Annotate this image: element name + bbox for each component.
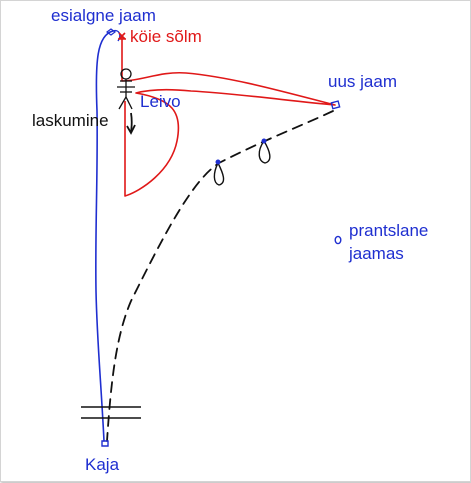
black-dashed-rope — [106, 110, 334, 442]
blue-rope-line — [94, 30, 114, 442]
kaja-anchor — [101, 440, 109, 447]
label-new-station: uus jaam — [328, 72, 397, 91]
stick-figure-person — [117, 68, 135, 110]
rebelay-anchor-2 — [261, 138, 267, 144]
rebelay-loop-2 — [258, 139, 271, 164]
label-descent: laskumine — [32, 111, 109, 130]
rebelay-loop-1 — [213, 161, 225, 186]
french-station-anchor — [334, 235, 342, 245]
red-knot-marks — [118, 32, 126, 40]
label-person: Leivo — [140, 92, 181, 111]
original-station-anchor — [106, 28, 116, 36]
rebelay-anchor-1 — [215, 159, 221, 165]
red-rope-line — [121, 35, 336, 197]
new-station-anchor — [330, 100, 341, 110]
label-rope-knot: köie sõlm — [130, 27, 202, 46]
label-original-station: esialgne jaam — [51, 6, 156, 25]
label-french-station-line1: prantslane — [349, 221, 429, 240]
label-kaja: Kaja — [85, 455, 120, 474]
descent-arrow — [126, 112, 136, 135]
label-french-station-line2: jaamas — [349, 244, 404, 263]
